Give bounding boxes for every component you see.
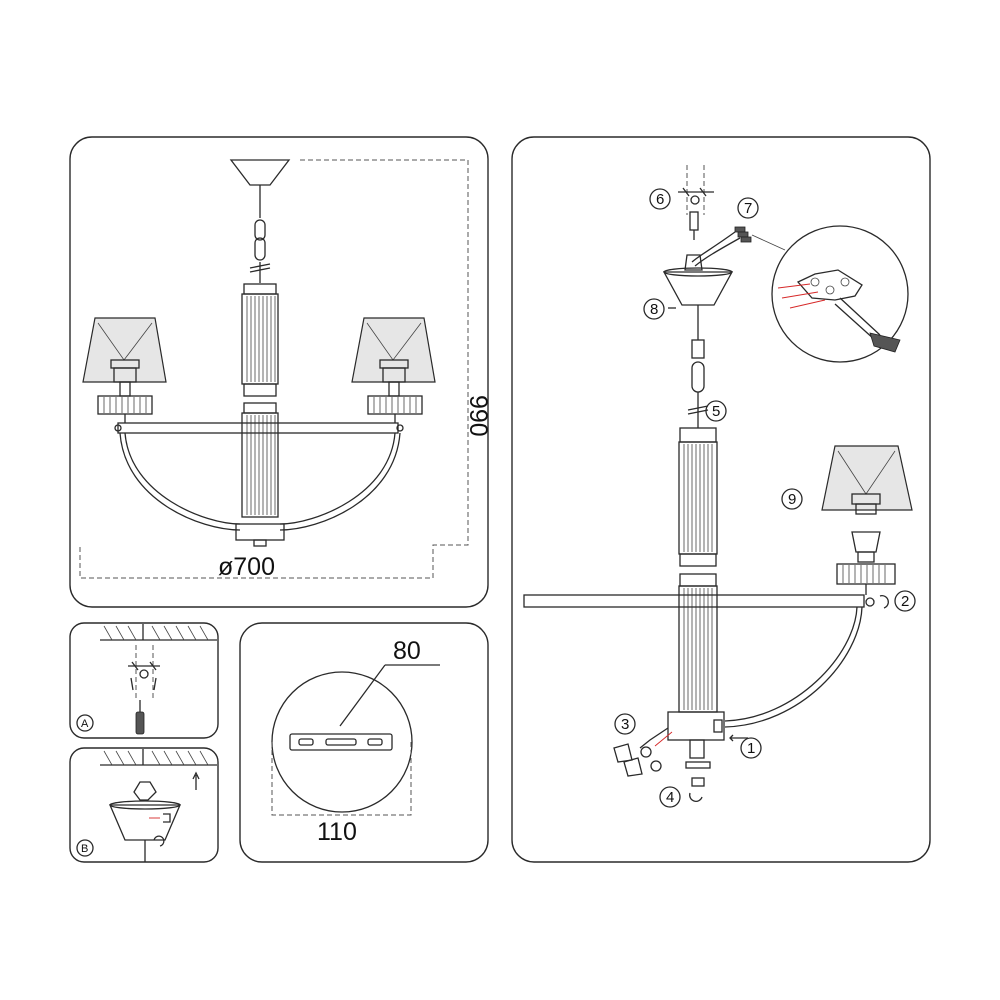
callout-6: 6 [649, 188, 671, 210]
wire-connector-icon [734, 226, 752, 243]
svg-text:6: 6 [656, 191, 664, 208]
diameter-dimension: ø700 [218, 553, 275, 581]
svg-text:8: 8 [650, 301, 658, 318]
callout-1: 1 [740, 737, 762, 759]
svg-text:2: 2 [901, 593, 909, 610]
svg-text:7: 7 [744, 200, 752, 217]
mount-width-dimension: 80 [393, 637, 421, 665]
panel-dimensions: 990 ø700 [69, 136, 492, 608]
svg-text:5: 5 [712, 403, 720, 420]
callout-7: 7 [737, 197, 759, 219]
callout-9: 9 [781, 488, 803, 510]
svg-text:4: 4 [666, 789, 674, 806]
mount-diameter-dimension: 110 [317, 818, 357, 846]
rotate-arrow-icon [153, 771, 200, 847]
panel-step-b: B [69, 747, 219, 863]
step-b-label: B [81, 843, 88, 855]
callout-4: 4 [659, 786, 681, 808]
callout-5: 5 [705, 400, 727, 422]
svg-text:9: 9 [788, 491, 796, 508]
panel-assembly: 1 2 3 4 5 6 7 8 [511, 136, 931, 863]
panel-mount-plate: 80 110 [239, 622, 489, 863]
screwdriver-icon [135, 700, 145, 735]
svg-text:1: 1 [747, 740, 755, 757]
svg-text:3: 3 [621, 716, 629, 733]
step-a-label: A [81, 718, 89, 730]
callout-8: 8 [643, 298, 665, 320]
callout-2: 2 [894, 590, 916, 612]
callout-3: 3 [614, 713, 636, 735]
panel-step-a: A [69, 622, 219, 739]
height-dimension: 990 [464, 395, 492, 437]
